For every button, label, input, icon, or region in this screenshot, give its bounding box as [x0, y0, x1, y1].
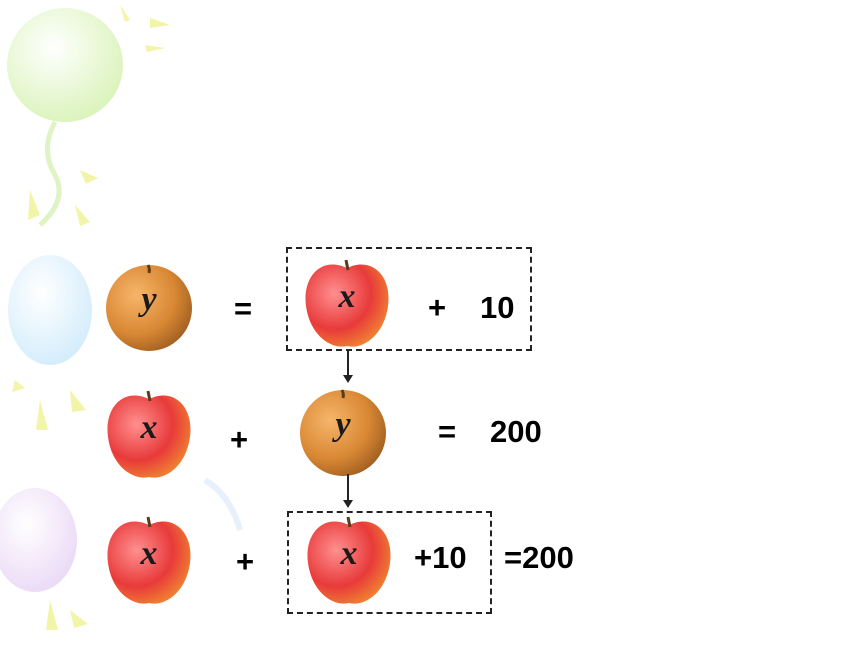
down-arrow-2 [342, 474, 354, 508]
equals-sign: = [234, 291, 253, 326]
variable-label: x [340, 535, 358, 572]
balloon-green [7, 5, 170, 227]
apple-icon [307, 516, 391, 604]
variable-label: x [140, 535, 158, 572]
apple-icon [107, 516, 191, 604]
apple-x-row3-first: x [104, 513, 194, 607]
variable-label: x [338, 278, 356, 315]
down-arrow-1 [342, 351, 354, 383]
pear-icon [106, 264, 192, 351]
number-two-hundred: 200 [490, 414, 542, 449]
number-ten: 10 [480, 290, 515, 325]
plus-sign: + [230, 422, 249, 457]
apple-icon [305, 259, 389, 347]
variable-label: y [141, 281, 157, 318]
pear-icon [300, 389, 386, 476]
plus-sign: + [236, 544, 255, 579]
variable-label: x [140, 409, 158, 446]
apple-x-row3-second: x [304, 513, 394, 607]
decorative-balloons [0, 5, 243, 630]
balloon-blue [8, 170, 98, 430]
variable-label: y [335, 406, 351, 443]
apple-icon [107, 390, 191, 478]
apple-x-row1: x [302, 256, 392, 350]
pear-y-row1: y [104, 259, 194, 353]
plus-sign: + [428, 290, 447, 325]
pear-y-row2: y [298, 384, 388, 478]
balloon-purple [0, 477, 243, 630]
equals-two-hundred: =200 [504, 540, 574, 575]
apple-x-row2: x [104, 387, 194, 481]
dashed-box-row3 [287, 511, 492, 614]
plus-ten: +10 [414, 540, 467, 575]
equals-sign: = [438, 414, 457, 449]
dashed-box-row1 [286, 247, 532, 351]
